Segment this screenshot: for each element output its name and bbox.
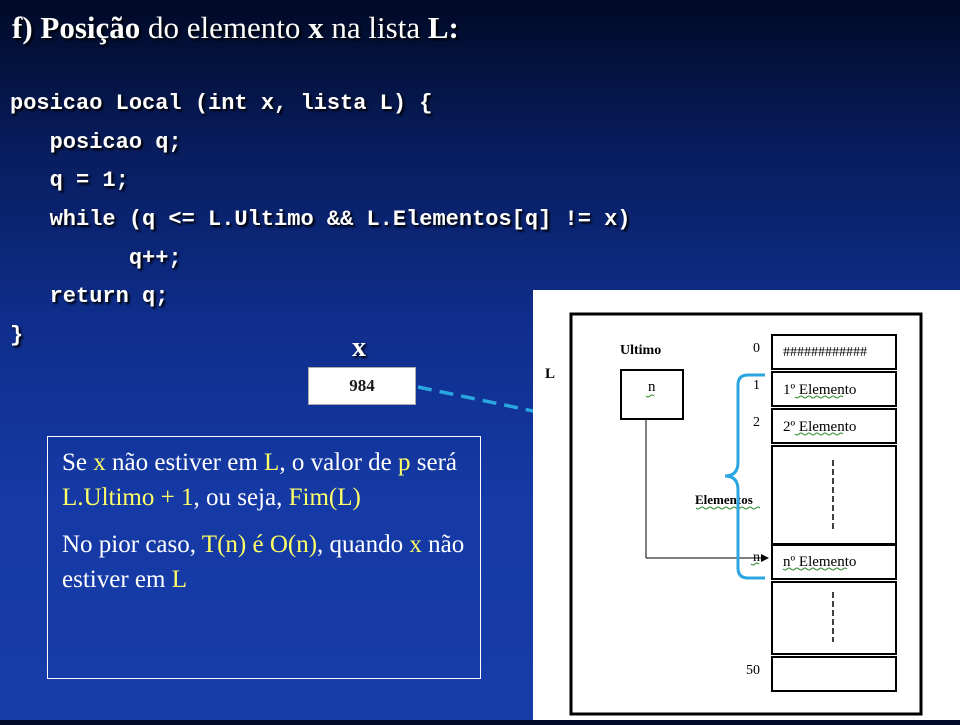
list-label: L xyxy=(545,366,555,382)
code-line: q = 1; xyxy=(10,168,129,194)
note-text: não estiver em xyxy=(105,449,265,476)
note-highlight: L xyxy=(171,566,187,593)
index-label: 2 xyxy=(753,415,760,430)
array-cell xyxy=(771,581,897,655)
title-part: L: xyxy=(427,10,459,45)
cell-text: 2º Elemento xyxy=(783,419,856,435)
code-line: q++; xyxy=(10,245,182,271)
index-label: 1 xyxy=(753,378,760,393)
code-block: posicao Local (int x, lista L) { posicao… xyxy=(10,85,631,356)
note-text: No pior caso, xyxy=(62,531,202,558)
explanation-paragraph-2: No pior caso, T(n) é O(n), quando x não … xyxy=(62,527,468,597)
slide-title: f) Posição do elemento x na lista L: xyxy=(12,10,459,46)
note-highlight: p xyxy=(398,449,411,476)
pointer-arrowhead xyxy=(761,554,769,562)
code-line: return q; xyxy=(10,284,169,310)
spell-underline xyxy=(695,506,761,510)
spell-underline xyxy=(794,395,844,399)
ultimo-label: Ultimo xyxy=(620,343,661,358)
note-highlight: Fim(L) xyxy=(288,484,361,511)
outer-frame xyxy=(569,312,923,716)
note-highlight: L.Ultimo + 1 xyxy=(62,484,194,511)
note-text: será xyxy=(410,449,458,476)
note-text: , o valor de xyxy=(279,449,399,476)
explanation-box: Se x não estiver em L, o valor de p será… xyxy=(47,436,481,679)
array-cell xyxy=(771,371,897,407)
brace-icon xyxy=(724,373,765,580)
spell-underline xyxy=(750,562,760,566)
note-text: , quando xyxy=(317,531,410,558)
note-text: , ou seja, xyxy=(193,484,289,511)
spell-underline xyxy=(794,432,844,436)
code-line: posicao Local (int x, lista L) { xyxy=(10,91,433,116)
title-part: do elemento xyxy=(140,10,309,45)
index-label: 0 xyxy=(753,341,760,356)
note-highlight: L xyxy=(264,449,280,476)
cell-text: nº Elemento xyxy=(783,554,856,570)
index-label: 50 xyxy=(746,663,760,678)
array-cell xyxy=(771,334,897,370)
array-cell xyxy=(771,544,897,580)
list-diagram: L Ultimo n 0 1 2 n 50 ############ 1º El… xyxy=(533,290,960,720)
cell-text: ############ xyxy=(783,345,867,360)
cell-text: 1º Elemento xyxy=(783,382,856,398)
ultimo-value: n xyxy=(648,379,656,395)
x-value-box: 984 xyxy=(308,367,416,405)
ultimo-box xyxy=(620,369,684,420)
note-text: não estiver em xyxy=(62,531,465,593)
note-highlight: T(n) é O(n) xyxy=(201,531,318,558)
array-cell xyxy=(771,445,897,545)
array-cell xyxy=(771,656,897,692)
code-line: while (q <= L.Ultimo && L.Elementos[q] !… xyxy=(10,207,631,233)
note-highlight: x xyxy=(93,449,106,476)
note-highlight: x xyxy=(409,531,422,558)
code-line: } xyxy=(10,323,24,349)
code-line: posicao q; xyxy=(10,129,182,155)
spell-underline xyxy=(645,394,655,398)
title-part: na lista xyxy=(323,10,428,45)
note-text: Se xyxy=(62,449,94,476)
title-part: f) Posição xyxy=(12,10,141,45)
x-variable-label: x xyxy=(352,332,366,363)
array-cell xyxy=(771,408,897,444)
index-label: n xyxy=(753,550,760,565)
explanation-paragraph-1: Se x não estiver em L, o valor de p será… xyxy=(62,445,468,515)
spell-underline xyxy=(782,567,848,571)
elementos-label: Elementos xyxy=(695,492,753,507)
list-diagram-svg: L Ultimo n 0 1 2 n 50 ############ 1º El… xyxy=(545,312,923,716)
title-part: x xyxy=(308,10,324,45)
